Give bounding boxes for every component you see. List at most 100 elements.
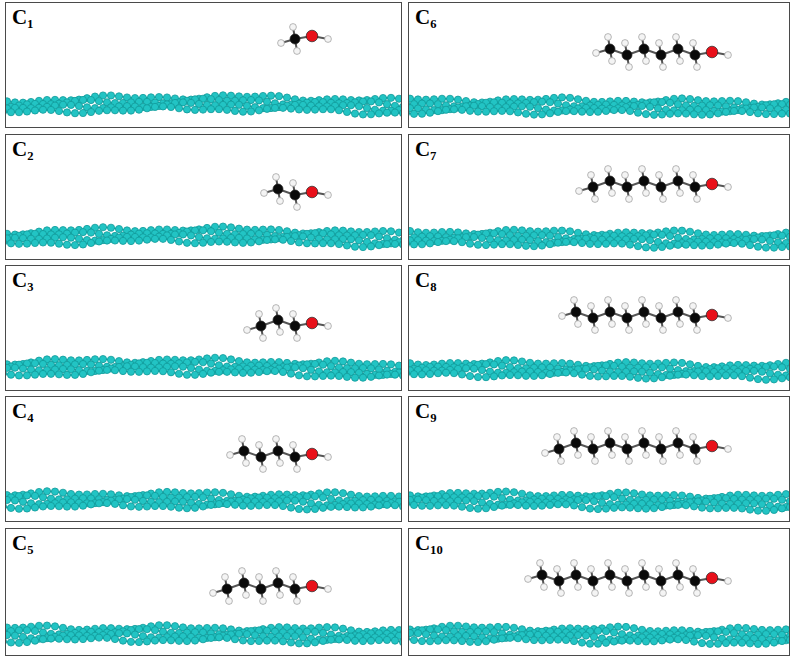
- graphene-atom: [558, 227, 565, 234]
- graphene-atom: [47, 239, 54, 246]
- graphene-atom: [758, 368, 765, 375]
- oxygen-atom: [306, 186, 318, 198]
- graphene-atom: [19, 365, 26, 372]
- oxygen-atom: [706, 309, 718, 321]
- graphene-atom: [586, 108, 593, 115]
- hydrogen-atom: [277, 592, 284, 599]
- graphene-atom: [530, 243, 537, 250]
- graphene-atom: [538, 98, 545, 105]
- graphene-sheet: [408, 357, 790, 384]
- graphene-atom: [510, 489, 517, 496]
- graphene-atom: [31, 492, 38, 499]
- graphene-atom: [410, 110, 417, 117]
- hydrogen-atom: [210, 590, 217, 597]
- graphene-atom: [630, 490, 637, 497]
- graphene-atom: [239, 369, 246, 376]
- graphene-atom: [410, 371, 417, 378]
- graphene-atom: [650, 244, 657, 251]
- graphene-atom: [87, 369, 94, 376]
- alcohol-molecule: [559, 297, 732, 334]
- graphene-atom: [770, 363, 777, 370]
- graphene-atom: [87, 229, 94, 236]
- graphene-atom: [263, 236, 270, 243]
- graphene-atom: [175, 504, 182, 511]
- graphene-atom: [219, 355, 226, 362]
- graphene-atom: [295, 106, 302, 113]
- graphene-atom: [474, 108, 481, 115]
- graphene-atom: [31, 360, 38, 367]
- graphene-atom: [79, 241, 86, 248]
- graphene-atom: [618, 106, 625, 113]
- carbon-atom: [639, 307, 649, 317]
- graphene-atom: [758, 236, 765, 243]
- graphene-atom: [674, 241, 681, 248]
- hydrogen-atom: [294, 48, 301, 55]
- hydrogen-atom: [605, 166, 612, 173]
- graphene-atom: [351, 637, 358, 644]
- graphene-atom: [39, 636, 46, 643]
- graphene-atom: [722, 240, 729, 247]
- graphene-atom: [518, 358, 525, 365]
- graphene-atom: [770, 244, 777, 251]
- hydrogen-atom: [673, 297, 680, 304]
- graphene-atom: [722, 372, 729, 379]
- graphene-atom: [207, 106, 214, 113]
- carbon-atom: [639, 44, 649, 54]
- graphene-atom: [255, 238, 262, 245]
- graphene-atom: [367, 503, 374, 510]
- graphene-atom: [175, 238, 182, 245]
- graphene-atom: [247, 369, 254, 376]
- graphene-atom: [295, 372, 302, 379]
- graphene-atom: [55, 371, 62, 378]
- graphene-atom: [754, 243, 761, 250]
- graphene-atom: [678, 227, 685, 234]
- graphene-atom: [766, 237, 773, 244]
- graphene-atom: [311, 373, 318, 380]
- graphene-atom: [95, 230, 102, 237]
- graphene-sheet: [5, 488, 402, 513]
- graphene-atom: [626, 241, 633, 248]
- graphene-atom: [291, 364, 298, 371]
- panel-illustration: [5, 174, 402, 251]
- graphene-atom: [215, 500, 222, 507]
- graphene-atom: [95, 367, 102, 374]
- graphene-atom: [498, 372, 505, 379]
- graphene-atom: [47, 635, 54, 642]
- carbon-atom: [622, 182, 632, 192]
- graphene-atom: [530, 372, 537, 379]
- graphene-atom: [474, 241, 481, 248]
- graphene-atom: [498, 362, 505, 369]
- graphene-atom: [7, 109, 14, 116]
- graphene-atom: [754, 110, 761, 117]
- graphene-atom: [95, 238, 102, 245]
- graphene-atom: [327, 106, 334, 113]
- graphene-atom: [359, 504, 366, 511]
- hydrogen-atom: [290, 311, 297, 318]
- graphene-atom: [199, 636, 206, 643]
- graphene-atom: [474, 374, 481, 381]
- graphene-atom: [303, 506, 310, 513]
- graphene-atom: [522, 110, 529, 117]
- hydrogen-atom: [256, 311, 263, 318]
- graphene-atom: [391, 637, 398, 644]
- graphene-atom: [339, 490, 346, 497]
- carbon-atom: [290, 584, 300, 594]
- graphene-atom: [47, 502, 54, 509]
- alcohol-molecule: [593, 34, 732, 71]
- graphene-atom: [175, 370, 182, 377]
- graphene-atom: [546, 232, 553, 239]
- graphene-atom: [566, 228, 573, 235]
- hydrogen-atom: [278, 40, 285, 47]
- hydrogen-atom: [290, 574, 297, 581]
- graphene-atom: [31, 107, 38, 114]
- graphene-atom: [434, 108, 441, 115]
- graphene-atom: [319, 106, 326, 113]
- graphene-atom: [546, 370, 553, 377]
- hydrogen-atom: [673, 166, 680, 173]
- graphene-atom: [570, 108, 577, 115]
- carbon-bond: [5, 503, 402, 509]
- graphene-atom: [159, 235, 166, 242]
- graphene-atom: [187, 99, 194, 106]
- graphene-atom: [387, 228, 394, 235]
- graphene-atom: [546, 241, 553, 248]
